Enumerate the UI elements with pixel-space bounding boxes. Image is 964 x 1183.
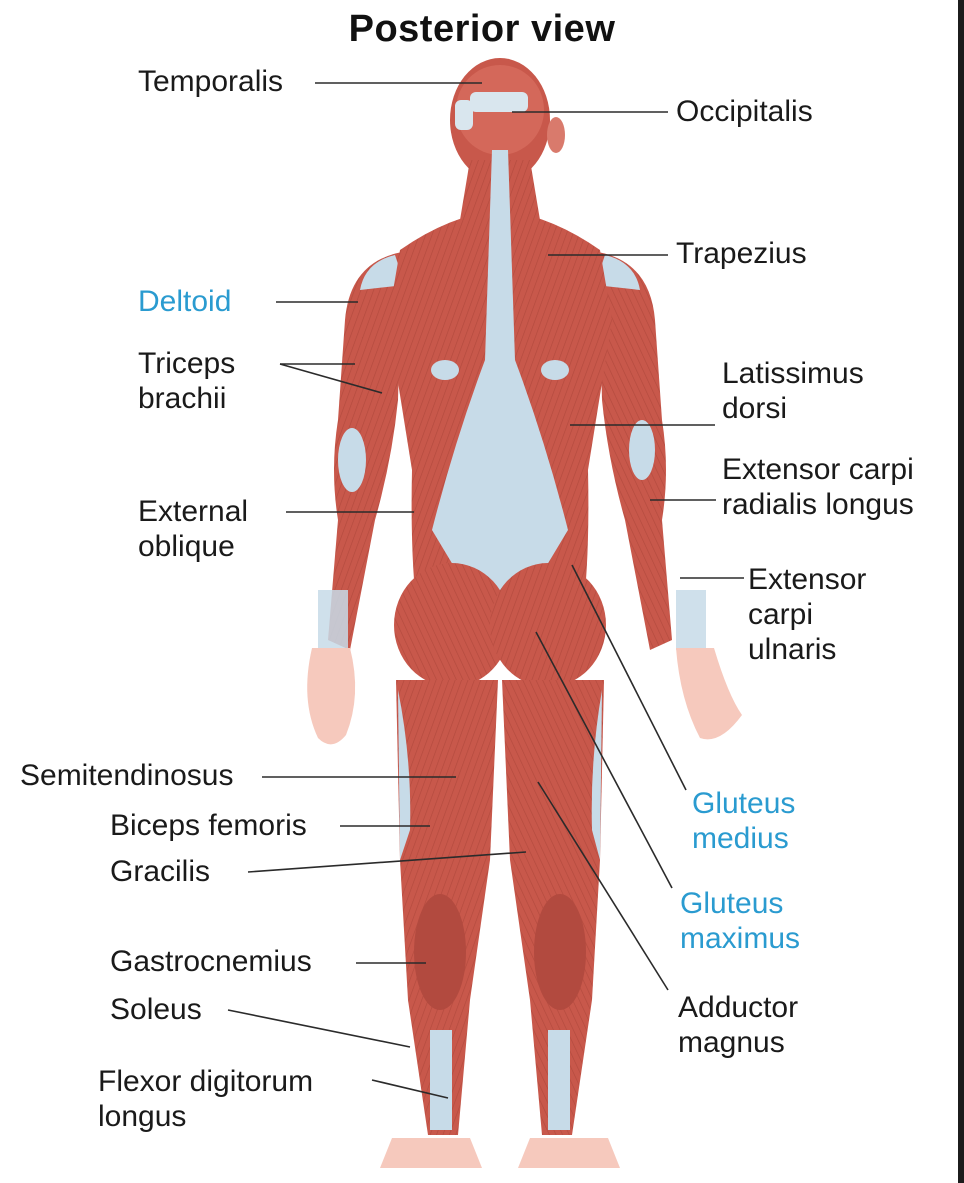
- label-extensor-carpi-radialis-longus: Extensor carpi radialis longus: [722, 452, 914, 522]
- label-trapezius: Trapezius: [676, 236, 807, 271]
- label-semitendinosus: Semitendinosus: [20, 758, 233, 793]
- label-deltoid: Deltoid: [138, 284, 231, 319]
- right-leg: [502, 680, 620, 1168]
- page-title: Posterior view: [0, 8, 964, 51]
- label-occipitalis: Occipitalis: [676, 94, 813, 129]
- label-soleus: Soleus: [110, 992, 202, 1027]
- right-border: [958, 0, 964, 1183]
- label-temporalis: Temporalis: [138, 64, 283, 99]
- label-external-oblique: External oblique: [138, 494, 248, 564]
- label-gastrocnemius: Gastrocnemius: [110, 944, 312, 979]
- label-gracilis: Gracilis: [110, 854, 210, 889]
- label-triceps-brachii: Triceps brachii: [138, 346, 235, 416]
- label-flexor-digitorum-longus: Flexor digitorum longus: [98, 1064, 313, 1134]
- label-biceps-femoris: Biceps femoris: [110, 808, 307, 843]
- right-arm: [595, 252, 742, 739]
- label-adductor-magnus: Adductor magnus: [678, 990, 798, 1060]
- label-extensor-carpi-ulnaris: Extensor carpi ulnaris: [748, 562, 866, 667]
- label-gluteus-medius: Gluteus medius: [692, 786, 795, 856]
- torso: [388, 150, 612, 620]
- left-leg: [380, 680, 498, 1168]
- label-latissimus-dorsi: Latissimus dorsi: [722, 356, 864, 426]
- label-gluteus-maximus: Gluteus maximus: [680, 886, 800, 956]
